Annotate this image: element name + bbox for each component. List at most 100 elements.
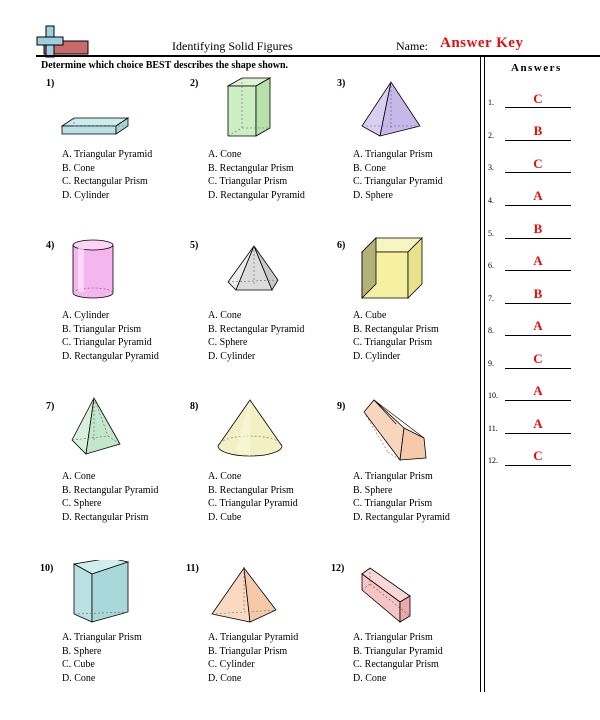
option-a: A. Triangular Prism (353, 471, 433, 482)
option-a: A. Triangular Prism (353, 632, 433, 643)
option-c: C. Triangular Pyramid (62, 337, 152, 348)
option-b: B. Cone (353, 162, 386, 174)
option-d: D. Cone (62, 672, 96, 684)
name-label: Name: (396, 39, 428, 53)
option-d: D. Rectangular Pyramid (62, 350, 159, 362)
option-a: A. Triangular Pyramid (208, 632, 299, 643)
options-list: A. Cone B. Rectangular Prism C. Triangul… (208, 470, 298, 524)
option-a: A. Cone (62, 471, 96, 482)
answer-line (505, 270, 571, 271)
options-list: A. Triangular Pyramid B. Triangular Pris… (208, 631, 298, 685)
option-b: B. Rectangular Pyramid (208, 323, 305, 335)
option-d: D. Cylinder (208, 350, 256, 362)
triangular-pyramid-icon (361, 80, 421, 137)
question-number: 5) (190, 240, 199, 251)
options-list: A. Cone B. Rectangular Prism C. Triangul… (208, 148, 305, 202)
answer-number: 8. (488, 326, 494, 335)
answer-letter: C (533, 156, 543, 171)
option-b: B. Triangular Prism (208, 645, 288, 657)
option-a: A. Cylinder (62, 310, 110, 321)
answer-letter: B (533, 221, 543, 236)
option-a: A. Triangular Pyramid (62, 149, 153, 160)
answer-letter: A (533, 383, 543, 398)
answer-line (505, 303, 571, 304)
rectangular-prism-long-icon (361, 567, 411, 623)
answer-letter: A (533, 318, 543, 333)
answer-letter: A (533, 253, 543, 268)
rectangular-pyramid-icon (71, 396, 121, 455)
triangular-prism-icon (72, 560, 130, 623)
answer-line (505, 140, 571, 141)
option-d: D. Cube (208, 511, 242, 523)
answer-number: 3. (488, 163, 494, 172)
answer-letter: C (533, 351, 543, 366)
answer-letter: B (533, 123, 543, 138)
option-d: D. Cone (208, 672, 242, 684)
question-number: 11) (186, 563, 199, 574)
option-c: C. Cylinder (208, 659, 255, 670)
option-d: D. Rectangular Pyramid (353, 511, 450, 523)
option-b: B. Sphere (353, 484, 393, 496)
option-c: C. Triangular Prism (353, 337, 433, 348)
question-number: 1) (46, 78, 55, 89)
options-list: A. Cone B. Rectangular Pyramid C. Sphere… (62, 470, 158, 524)
option-a: A. Cube (353, 310, 387, 321)
option-c: C. Cube (62, 659, 95, 670)
option-c: C. Triangular Prism (353, 498, 433, 509)
answer-number: 2. (488, 131, 494, 140)
answer-letter: C (533, 448, 543, 463)
answer-number: 12. (488, 456, 498, 465)
option-b: B. Rectangular Pyramid (62, 484, 159, 496)
option-a: A. Triangular Prism (62, 632, 142, 643)
answer-line (505, 107, 571, 108)
option-b: B. Rectangular Prism (353, 323, 439, 335)
option-a: A. Cone (208, 471, 242, 482)
column-divider (484, 56, 485, 692)
option-d: D. Rectangular Pyramid (208, 189, 305, 201)
options-list: A. Triangular Prism B. Sphere C. Triangu… (353, 470, 450, 524)
option-b: B. Rectangular Prism (208, 162, 294, 174)
column-divider (480, 56, 481, 692)
answer-letter: C (533, 91, 543, 106)
question-number: 8) (190, 401, 199, 412)
question-number: 6) (337, 240, 346, 251)
option-b: B. Sphere (62, 645, 102, 657)
header-rule (36, 55, 600, 57)
rectangular-prism-flat-icon (60, 117, 130, 135)
question-number: 4) (46, 240, 55, 251)
option-d: D. Rectangular Prism (62, 511, 149, 523)
question-number: 7) (46, 401, 55, 412)
option-b: B. Rectangular Prism (208, 484, 294, 496)
question-number: 2) (190, 78, 199, 89)
answer-number: 9. (488, 359, 494, 368)
answer-line (505, 368, 571, 369)
options-list: A. Triangular Prism B. Cone C. Triangula… (353, 148, 443, 202)
options-list: A. Cube B. Rectangular Prism C. Triangul… (353, 309, 439, 363)
options-list: A. Triangular Pyramid B. Cone C. Rectang… (62, 148, 152, 202)
option-b: B. Triangular Pyramid (353, 645, 443, 657)
question-number: 9) (337, 401, 346, 412)
answer-letter: B (533, 286, 543, 301)
answer-line (505, 238, 571, 239)
options-list: A. Triangular Prism B. Triangular Pyrami… (353, 631, 443, 685)
options-list: A. Cone B. Rectangular Pyramid C. Sphere… (208, 309, 304, 363)
answer-number: 11. (488, 424, 498, 433)
question-number: 3) (337, 78, 346, 89)
question-number: 12) (331, 563, 345, 574)
option-b: B. Triangular Prism (62, 323, 142, 335)
cone-icon (217, 399, 283, 457)
cylinder-icon (72, 239, 114, 299)
answer-line (505, 465, 571, 466)
option-c: C. Sphere (62, 498, 102, 509)
answer-line (505, 205, 571, 206)
answer-letter: A (533, 188, 543, 203)
answer-line (505, 335, 571, 336)
triangular-prism-icon (363, 399, 427, 462)
triangular-pyramid-icon (211, 566, 277, 623)
answer-number: 5. (488, 229, 494, 238)
option-c: C. Rectangular Prism (62, 176, 148, 187)
answer-line (505, 433, 571, 434)
rectangular-pyramid-icon (227, 244, 279, 291)
answer-line (505, 400, 571, 401)
option-d: D. Cylinder (353, 350, 401, 362)
